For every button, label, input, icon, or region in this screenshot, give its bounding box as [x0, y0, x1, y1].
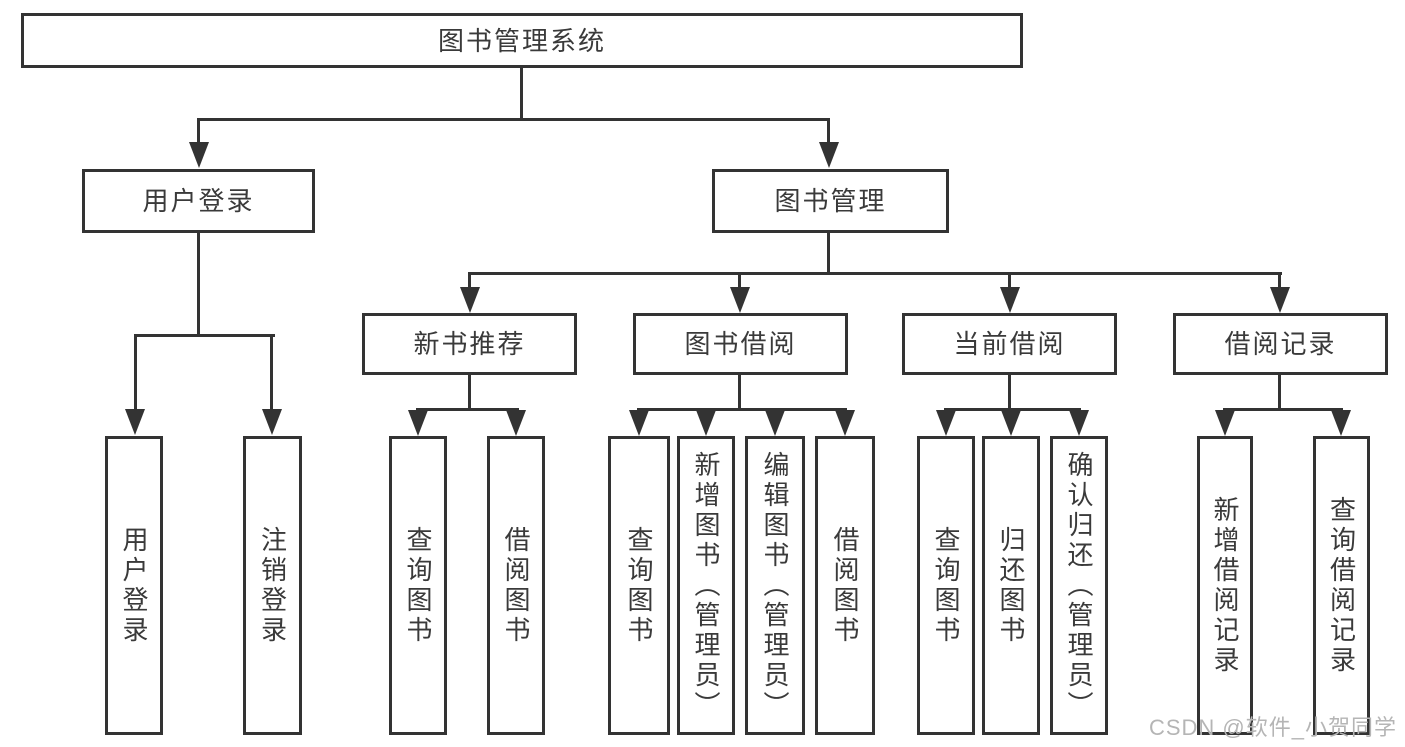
- connector-book-mgmt-stem: [827, 233, 830, 274]
- arrowhead-records-leaf-1: [1215, 410, 1235, 436]
- connector-arm-records: [1278, 272, 1281, 288]
- node-root-system: 图书管理系统: [21, 13, 1023, 68]
- arrowhead-records: [1270, 287, 1290, 313]
- connector-root-rail: [197, 118, 830, 121]
- connector-book-mgmt-rail: [468, 272, 1282, 275]
- connector-arm-current: [1008, 272, 1011, 288]
- node-borrow-records: 借阅记录: [1173, 313, 1388, 375]
- connector-user-login-stem: [197, 233, 200, 337]
- arrowhead-borrow: [730, 287, 750, 313]
- leaf-current-confirm-return-admin: 确认归还（管理员）: [1050, 436, 1108, 735]
- leaf-borrow-borrow-books: 借阅图书: [815, 436, 875, 735]
- leaf-rec-query-books: 查询图书: [389, 436, 447, 735]
- connector-new-rec-stem: [468, 375, 471, 410]
- connector-new-rec-rail: [416, 408, 519, 411]
- arrowhead-borrow-leaf-1: [629, 410, 649, 436]
- connector-arm-user-login: [197, 118, 200, 144]
- leaf-borrow-add-books-admin: 新增图书（管理员）: [677, 436, 735, 735]
- connector-borrow-stem: [738, 375, 741, 410]
- connector-arm-login-leaf: [134, 334, 137, 410]
- arrowhead-new-rec: [460, 287, 480, 313]
- arrowhead-current: [1000, 287, 1020, 313]
- leaf-rec-borrow-books: 借阅图书: [487, 436, 545, 735]
- arrowhead-current-leaf-1: [936, 410, 956, 436]
- node-book-mgmt: 图书管理: [712, 169, 949, 233]
- arrowhead-new-rec-leaf-2: [506, 410, 526, 436]
- arrowhead-logout-leaf: [262, 409, 282, 435]
- arrowhead-user-login: [189, 142, 209, 168]
- leaf-user-login: 用户登录: [105, 436, 163, 735]
- arrowhead-borrow-leaf-4: [835, 410, 855, 436]
- leaf-logout: 注销登录: [243, 436, 302, 735]
- node-current-borrow: 当前借阅: [902, 313, 1117, 375]
- node-book-borrow: 图书借阅: [633, 313, 848, 375]
- arrowhead-current-leaf-3: [1069, 410, 1089, 436]
- node-user-login: 用户登录: [82, 169, 315, 233]
- leaf-records-add-record: 新增借阅记录: [1197, 436, 1253, 735]
- connector-current-rail: [944, 408, 1081, 411]
- arrowhead-login-leaf: [125, 409, 145, 435]
- csdn-watermark: CSDN @软件_小贺同学: [1148, 715, 1397, 740]
- connector-root-stem: [520, 68, 523, 120]
- leaf-borrow-edit-books-admin: 编辑图书（管理员）: [745, 436, 805, 735]
- leaf-records-query-record: 查询借阅记录: [1313, 436, 1370, 735]
- connector-arm-borrow: [738, 272, 741, 288]
- leaf-current-return-books: 归还图书: [982, 436, 1040, 735]
- arrowhead-current-leaf-2: [1001, 410, 1021, 436]
- node-new-book-rec: 新书推荐: [362, 313, 577, 375]
- connector-records-rail: [1223, 408, 1343, 411]
- arrowhead-records-leaf-2: [1331, 410, 1351, 436]
- connector-arm-logout-leaf: [270, 334, 273, 410]
- leaf-current-query-books: 查询图书: [917, 436, 975, 735]
- arrowhead-borrow-leaf-3: [765, 410, 785, 436]
- connector-user-login-rail: [134, 334, 275, 337]
- connector-arm-book-mgmt: [827, 118, 830, 144]
- connector-current-stem: [1008, 375, 1011, 410]
- connector-arm-new-rec: [468, 272, 471, 288]
- connector-records-stem: [1278, 375, 1281, 410]
- arrowhead-book-mgmt: [819, 142, 839, 168]
- arrowhead-new-rec-leaf-1: [408, 410, 428, 436]
- arrowhead-borrow-leaf-2: [696, 410, 716, 436]
- connector-borrow-rail: [637, 408, 847, 411]
- leaf-borrow-query-books: 查询图书: [608, 436, 670, 735]
